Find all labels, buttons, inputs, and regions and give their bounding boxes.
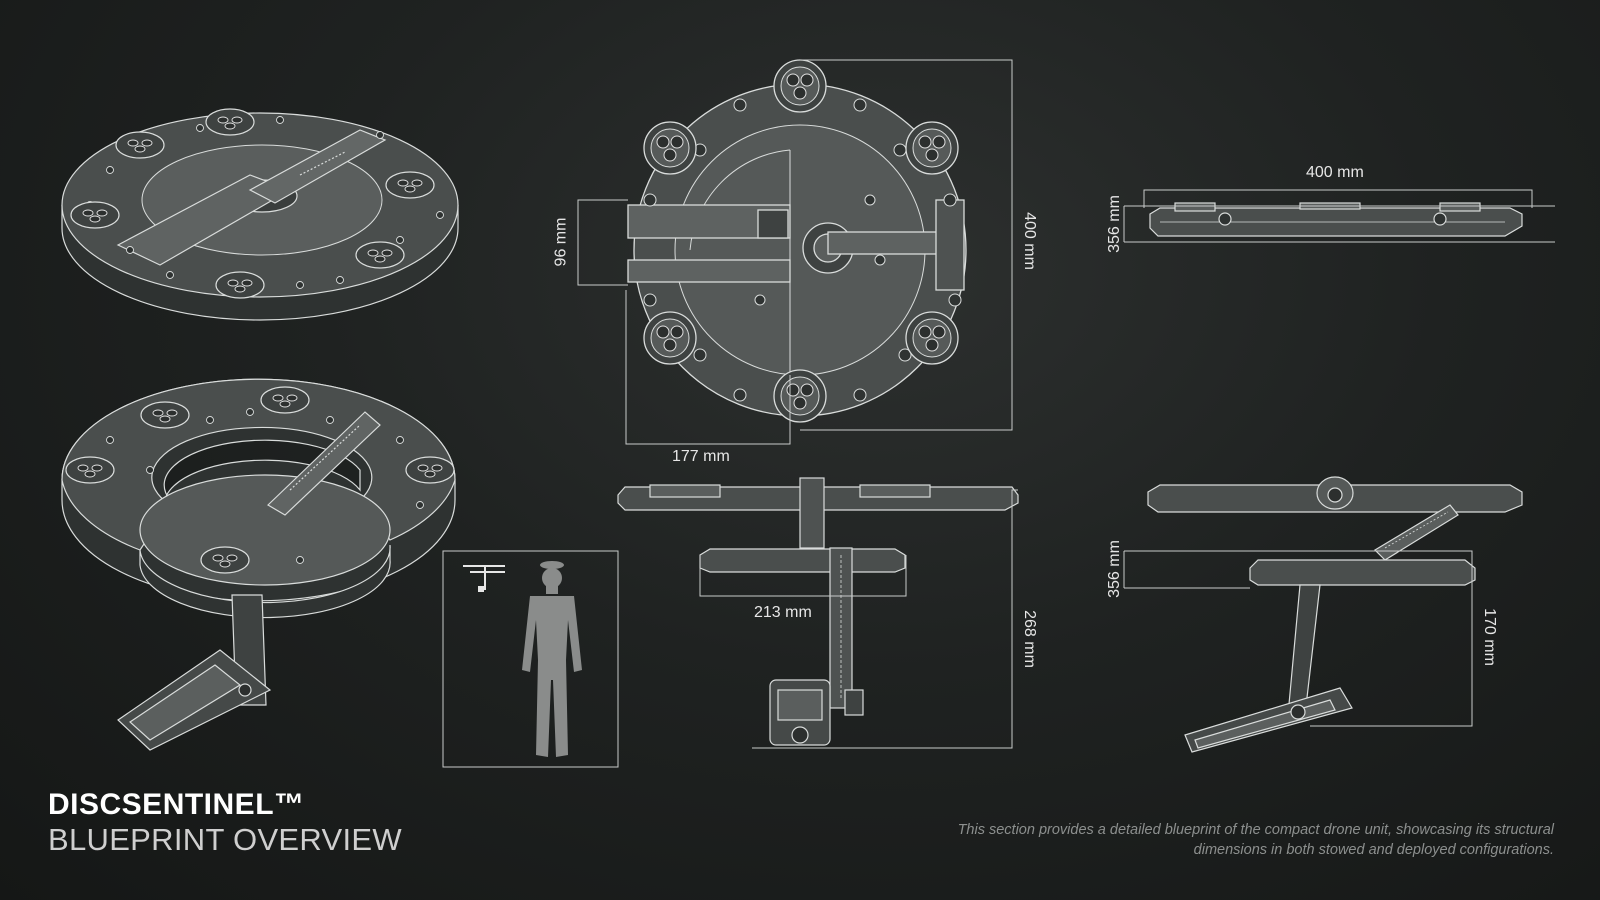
scale-reference-box (442, 550, 619, 768)
dim-deployed-disc-height: 356 mm (1105, 540, 1123, 598)
front-deployed-view (617, 477, 1019, 746)
deployed-side-dimension-lines (1123, 550, 1473, 727)
front-view-dimension-lines (699, 489, 1018, 749)
dim-deployed-drop: 170 mm (1480, 608, 1498, 666)
description-text: This section provides a detailed bluepri… (957, 822, 1554, 858)
dim-top-arm-width: 96 mm (552, 217, 570, 267)
deployed-side-view (1147, 476, 1523, 753)
blueprint-subtitle: BLUEPRINT OVERVIEW (48, 822, 402, 857)
top-view-dimension-lines (577, 59, 1013, 445)
mini-drone-icon (463, 565, 505, 592)
dim-side-width: 400 mm (1306, 164, 1364, 181)
isometric-deployed-view (61, 378, 456, 751)
dim-side-height: 356 mm (1105, 195, 1123, 253)
title-block: DISCSENTINEL™ BLUEPRINT OVERVIEW (48, 788, 402, 858)
dim-front-arm-width: 213 mm (754, 604, 812, 621)
top-view (627, 59, 967, 423)
isometric-stowed-view (61, 108, 459, 321)
dim-top-width: 400 mm (1020, 212, 1038, 270)
side-view (1149, 202, 1523, 237)
top-view-holes (643, 93, 962, 402)
product-name: DISCSENTINEL™ (48, 788, 305, 821)
dim-front-height: 268 mm (1020, 610, 1038, 668)
human-silhouette (522, 561, 582, 757)
side-view-dimension-lines (1123, 189, 1555, 243)
dim-top-offset: 177 mm (672, 448, 730, 465)
